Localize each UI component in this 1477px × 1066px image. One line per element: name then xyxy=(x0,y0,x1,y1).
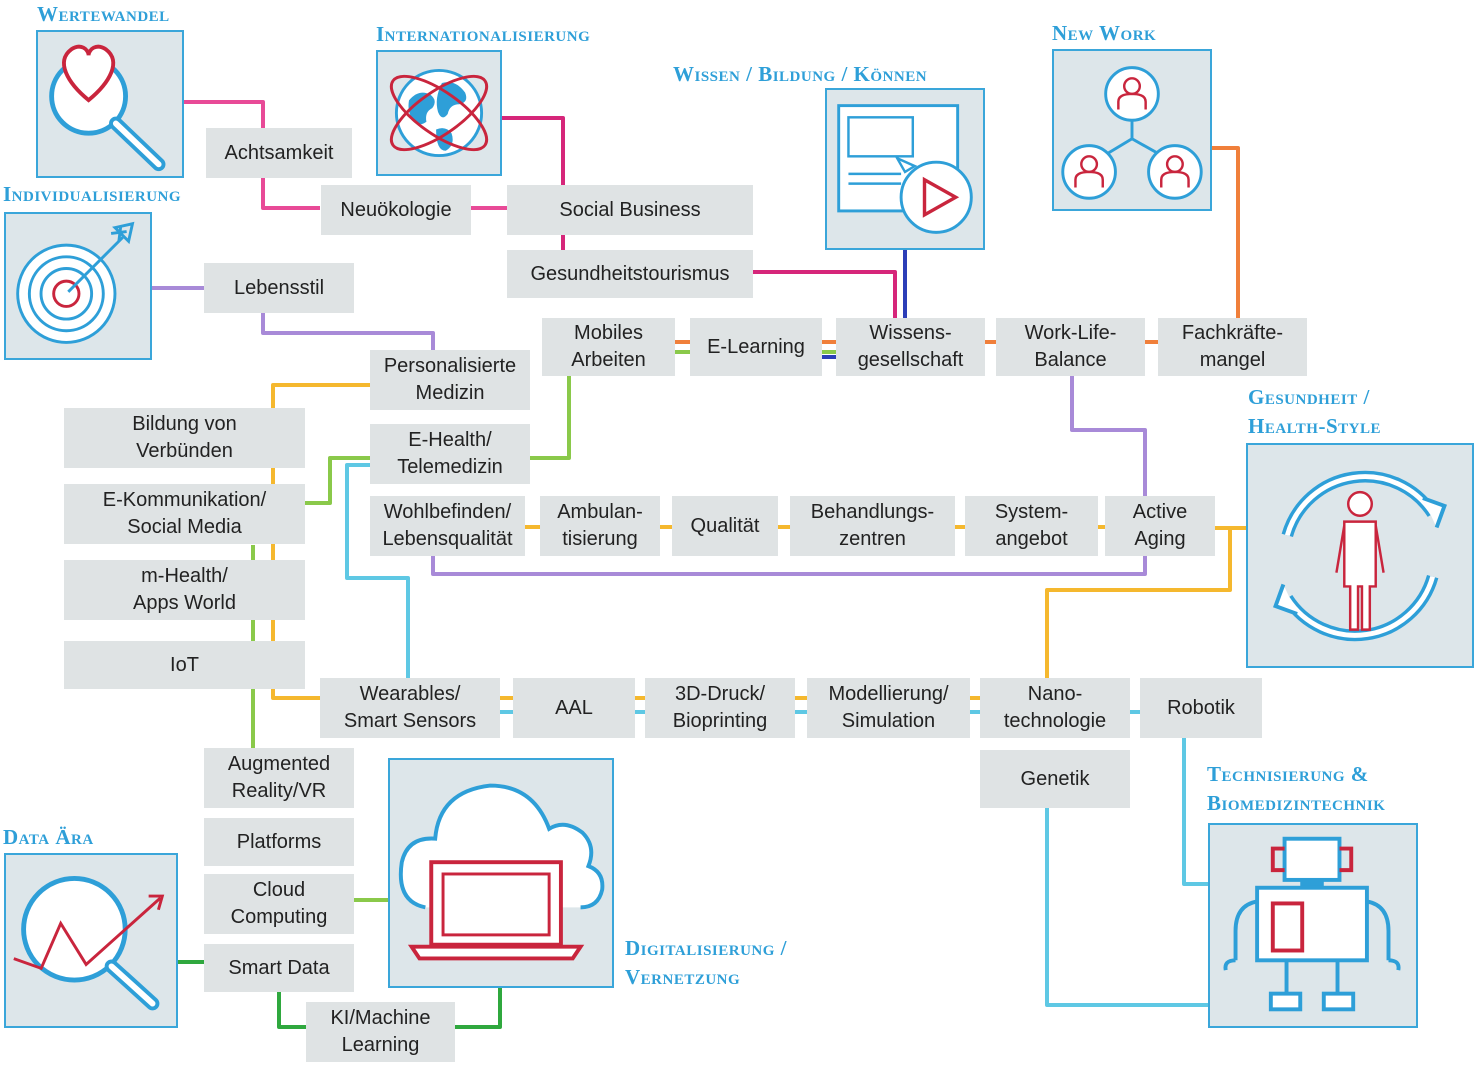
video-screen-icon xyxy=(837,104,973,234)
node-robotik: Robotik xyxy=(1140,678,1262,738)
node-m-health: m-Health/ Apps World xyxy=(64,560,305,620)
magnifier-chart-icon xyxy=(13,876,165,1011)
node-work-life-balance: Work-Life- Balance xyxy=(996,318,1145,376)
line-tourismus-wissensgesellschaft xyxy=(753,270,897,318)
line-ehealth-wearables xyxy=(345,463,410,678)
node-smart-data: Smart Data xyxy=(204,944,354,992)
person-cycle-icon xyxy=(1273,470,1447,642)
hub-title-internationalisierung: Internationalisierung xyxy=(376,22,591,46)
node-wissensgesellschaft: Wissens- gesellschaft xyxy=(836,318,985,376)
node-platforms: Platforms xyxy=(204,818,354,866)
node-iot: IoT xyxy=(64,641,305,689)
node-3d-druck: 3D-Druck/ Bioprinting xyxy=(645,678,795,738)
node-bildung-von-verbuenden: Bildung von Verbünden xyxy=(64,408,305,468)
node-social-business: Social Business xyxy=(507,185,753,235)
hub-digitalisierung xyxy=(388,758,614,988)
node-augmented-reality: Augmented Reality/VR xyxy=(204,748,354,808)
robot-icon xyxy=(1223,836,1401,1012)
node-behandlungszentren: Behandlungs- zentren xyxy=(790,496,955,556)
line-ki-digital xyxy=(455,988,502,1029)
node-modellierung: Modellierung/ Simulation xyxy=(807,678,970,738)
line-internationalisierung xyxy=(502,116,565,185)
hub-internationalisierung xyxy=(376,50,502,176)
line-mobiles-ehealth xyxy=(530,376,571,460)
line-worklife-active xyxy=(1070,376,1147,496)
hub-gesundheit xyxy=(1246,443,1474,668)
node-active-aging: Active Aging xyxy=(1105,496,1215,556)
globe-orbit-icon xyxy=(389,68,489,158)
node-gesundheitstourismus: Gesundheitstourismus xyxy=(507,250,753,298)
hub-title-gesundheit: Gesundheit / Health-Style xyxy=(1248,385,1381,438)
node-nanotechnologie: Nano- technologie xyxy=(980,678,1130,738)
hub-title-digitalisierung: Digitalisierung / Vernetzung xyxy=(625,936,788,989)
heart-magnifier-icon xyxy=(49,44,166,172)
node-aal: AAL xyxy=(513,678,635,738)
hub-title-individualisierung: Individualisierung xyxy=(3,182,182,206)
hub-title-wissen: Wissen / Bildung / Können xyxy=(673,62,928,86)
line-robotik-tech xyxy=(1182,738,1208,886)
node-qualitaet: Qualität xyxy=(672,496,778,556)
node-wohlbefinden: Wohlbefinden/ Lebensqualität xyxy=(370,496,525,556)
line-gesundheit-nano xyxy=(1045,528,1232,678)
hub-data xyxy=(4,853,178,1028)
node-ambulantisierung: Ambulan- tisierung xyxy=(540,496,660,556)
node-personalisierte-medizin: Personalisierte Medizin xyxy=(370,350,530,410)
node-lebensstil: Lebensstil xyxy=(204,263,354,313)
hub-wissen xyxy=(825,88,985,250)
hub-individualisierung xyxy=(4,212,152,360)
hub-new-work xyxy=(1052,49,1212,211)
node-e-kommunikation: E-Kommunikation/ Social Media xyxy=(64,484,305,544)
people-network-icon xyxy=(1061,66,1203,200)
hub-title-wertewandel: Wertewandel xyxy=(37,2,170,26)
node-fachkraeftemangel: Fachkräfte- mangel xyxy=(1158,318,1307,376)
hub-technisierung xyxy=(1208,823,1418,1028)
node-e-health: E-Health/ Telemedizin xyxy=(370,424,530,484)
hub-wertewandel xyxy=(36,30,184,178)
hub-title-data: Data Ära xyxy=(3,825,94,849)
line-smartdata-ki xyxy=(277,992,306,1029)
node-neuoekologie: Neuökologie xyxy=(321,185,471,235)
line-wohlbefinden-active xyxy=(431,556,1147,576)
node-e-learning: E-Learning xyxy=(690,318,822,376)
line-new-work xyxy=(1212,146,1240,318)
node-genetik: Genetik xyxy=(980,750,1130,808)
line-lebensstil-personalisierte xyxy=(261,312,435,350)
node-mobiles-arbeiten: Mobiles Arbeiten xyxy=(542,318,675,376)
node-cloud-computing: Cloud Computing xyxy=(204,874,354,934)
cloud-laptop-icon xyxy=(398,783,605,961)
line-ehealth-ekomm xyxy=(305,456,370,505)
node-wearables: Wearables/ Smart Sensors xyxy=(320,678,500,738)
hub-title-new-work: New Work xyxy=(1052,21,1157,45)
node-ki-machine-learning: KI/Machine Learning xyxy=(306,1002,455,1062)
node-systemangebot: System- angebot xyxy=(965,496,1098,556)
target-arrow-icon xyxy=(16,221,135,344)
node-achtsamkeit: Achtsamkeit xyxy=(206,128,352,178)
line-genetik-tech xyxy=(1045,808,1208,1007)
hub-title-technisierung: Technisierung & Biomedizintechnik xyxy=(1207,762,1386,815)
